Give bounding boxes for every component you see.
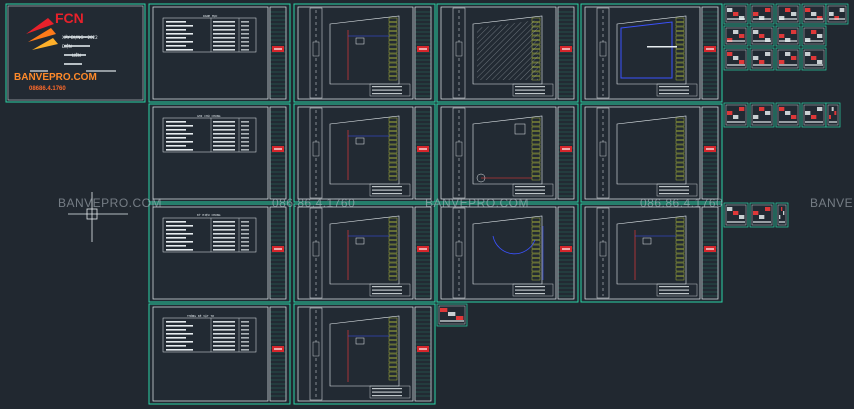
drawing-sheet-15[interactable] bbox=[293, 303, 436, 405]
thumbnail-sheet-13[interactable] bbox=[801, 47, 827, 71]
drawing-sheet-5[interactable] bbox=[580, 3, 723, 103]
sheet-title-index2: GHI CHÚ CHUNG bbox=[197, 114, 221, 118]
thumbnail-sheet-20[interactable] bbox=[749, 202, 775, 228]
cover-brand: BANVEPRO.COM bbox=[14, 72, 97, 83]
thumbnail-sheet-17[interactable] bbox=[801, 102, 827, 128]
drawing-sheet-2[interactable] bbox=[148, 3, 291, 103]
drawing-sheet-11[interactable] bbox=[293, 203, 436, 303]
thumbnail-sheet-11[interactable] bbox=[749, 47, 775, 71]
watermark-phone-2: 086.86.4.1760 bbox=[640, 196, 724, 210]
drawing-sheet-9[interactable] bbox=[580, 103, 723, 203]
drawing-sheet-6[interactable] bbox=[148, 103, 291, 203]
thumbnail-sheet-1[interactable] bbox=[723, 3, 749, 25]
watermark-site-mid: BANVEPRO.COM bbox=[425, 196, 530, 210]
thumbnail-sheet-21[interactable] bbox=[775, 202, 789, 228]
thumbnail-sheet-22[interactable] bbox=[436, 303, 468, 327]
thumbnail-sheet-5[interactable] bbox=[825, 3, 849, 25]
drawing-sheet-13[interactable] bbox=[580, 203, 723, 303]
drawing-sheet-10[interactable] bbox=[148, 203, 291, 303]
cover-logo-mark: FCN bbox=[55, 10, 84, 26]
drawing-sheet-12[interactable] bbox=[436, 203, 579, 303]
thumbnail-sheet-3[interactable] bbox=[775, 3, 801, 25]
sheet-title-index1: DANH MỤC bbox=[203, 14, 218, 18]
sheet-title-index4: THỐNG KÊ VẬT TƯ bbox=[187, 314, 215, 318]
thumbnail-sheet-8[interactable] bbox=[775, 25, 801, 47]
thumbnail-sheet-18[interactable] bbox=[825, 102, 841, 128]
drawing-sheet-3[interactable] bbox=[293, 3, 436, 103]
drawing-sheet-4[interactable] bbox=[436, 3, 579, 103]
thumbnail-sheet-9[interactable] bbox=[801, 25, 827, 47]
drawing-sheet-1[interactable] bbox=[5, 3, 146, 103]
thumbnail-sheet-2[interactable] bbox=[749, 3, 775, 25]
thumbnail-sheet-12[interactable] bbox=[775, 47, 801, 71]
watermark-site-left: BANVEPRO.COM bbox=[58, 196, 163, 210]
thumbnail-sheet-15[interactable] bbox=[749, 102, 775, 128]
drawing-sheet-7[interactable] bbox=[293, 103, 436, 203]
thumbnail-sheet-7[interactable] bbox=[749, 25, 775, 47]
sheet-title-index3: KÝ HIỆU CHUNG bbox=[197, 213, 221, 217]
thumbnail-sheet-19[interactable] bbox=[723, 202, 749, 228]
thumbnail-sheet-6[interactable] bbox=[723, 25, 749, 47]
drawing-sheet-8[interactable] bbox=[436, 103, 579, 203]
crosshair-cursor-icon bbox=[68, 192, 128, 242]
thumbnail-sheet-16[interactable] bbox=[775, 102, 801, 128]
thumbnail-sheet-14[interactable] bbox=[723, 102, 749, 128]
watermark-phone-1: 086.86.4.1760 bbox=[272, 196, 356, 210]
thumbnail-sheet-10[interactable] bbox=[723, 47, 749, 71]
thumbnail-sheet-4[interactable] bbox=[801, 3, 827, 25]
sheet-layer bbox=[5, 3, 849, 405]
watermark-site-right: BANVE bbox=[810, 196, 854, 210]
drawing-sheet-14[interactable] bbox=[148, 303, 291, 405]
